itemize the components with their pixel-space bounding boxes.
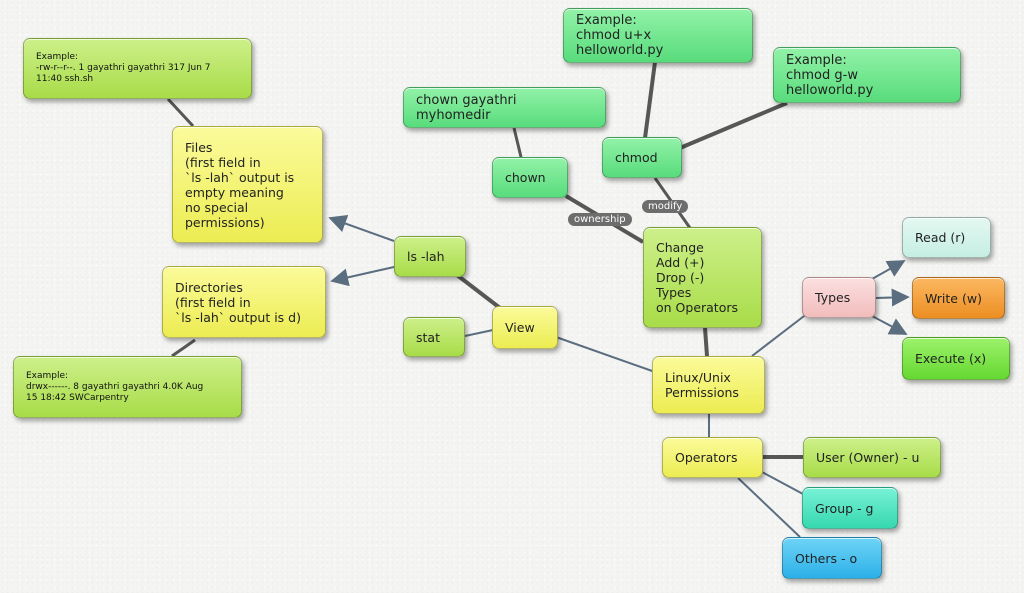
directories-node[interactable]: Directories (first field in `ls -lah` ou…	[162, 266, 326, 338]
view-node[interactable]: View	[492, 306, 558, 349]
chown-node[interactable]: chown	[492, 157, 568, 198]
link-lslah-view	[455, 273, 502, 310]
link-directories-example	[171, 338, 196, 358]
chmod-example-2-node[interactable]: Example: chmod g-w helloworld.py	[773, 47, 961, 103]
link-chmod-example-1	[643, 61, 657, 139]
link-files-example	[166, 97, 195, 128]
chown-example-node[interactable]: chown gayathri myhomedir	[403, 87, 606, 128]
execute-node[interactable]: Execute (x)	[902, 337, 1010, 380]
link-types-execute	[871, 315, 908, 335]
read-node[interactable]: Read (r)	[902, 217, 991, 258]
link-lslah-files	[328, 215, 395, 242]
link-types-read	[871, 260, 906, 280]
link-types-write	[875, 288, 910, 307]
files-example-node[interactable]: Example: -rw-r--r--. 1 gayathri gayathri…	[23, 38, 252, 99]
link-operators-others	[737, 477, 801, 538]
link-chmod-example-2	[679, 101, 788, 150]
user-owner-node[interactable]: User (Owner) - u	[803, 437, 941, 478]
operators-node[interactable]: Operators	[662, 437, 763, 478]
link-chown-example	[512, 127, 523, 158]
files-node[interactable]: Files (first field in `ls -lah` output i…	[172, 126, 323, 243]
link-permissions-types	[751, 312, 809, 357]
others-node[interactable]: Others - o	[782, 537, 882, 579]
group-node[interactable]: Group - g	[802, 487, 898, 529]
linux-unix-permissions-node[interactable]: Linux/Unix Permissions	[652, 356, 765, 414]
link-stat-view	[464, 329, 494, 337]
write-node[interactable]: Write (w)	[912, 277, 1005, 319]
link-change-permissions	[703, 327, 709, 357]
change-node[interactable]: Change Add (+) Drop (-) Types on Operato…	[643, 227, 762, 328]
types-node[interactable]: Types	[802, 277, 876, 318]
link-operators-group	[761, 471, 804, 495]
modify-edge-label: modify	[642, 200, 689, 213]
chmod-node[interactable]: chmod	[602, 137, 682, 178]
directories-example-node[interactable]: Example: drwx------. 8 gayathri gayathri…	[13, 356, 242, 418]
stat-node[interactable]: stat	[403, 317, 465, 357]
ls-lah-node[interactable]: ls -lah	[394, 236, 466, 277]
link-lslah-directories	[330, 266, 395, 287]
chmod-example-1-node[interactable]: Example: chmod u+x helloworld.py	[563, 8, 753, 63]
link-view-permissions	[555, 336, 656, 373]
ownership-edge-label: ownership	[568, 213, 632, 226]
